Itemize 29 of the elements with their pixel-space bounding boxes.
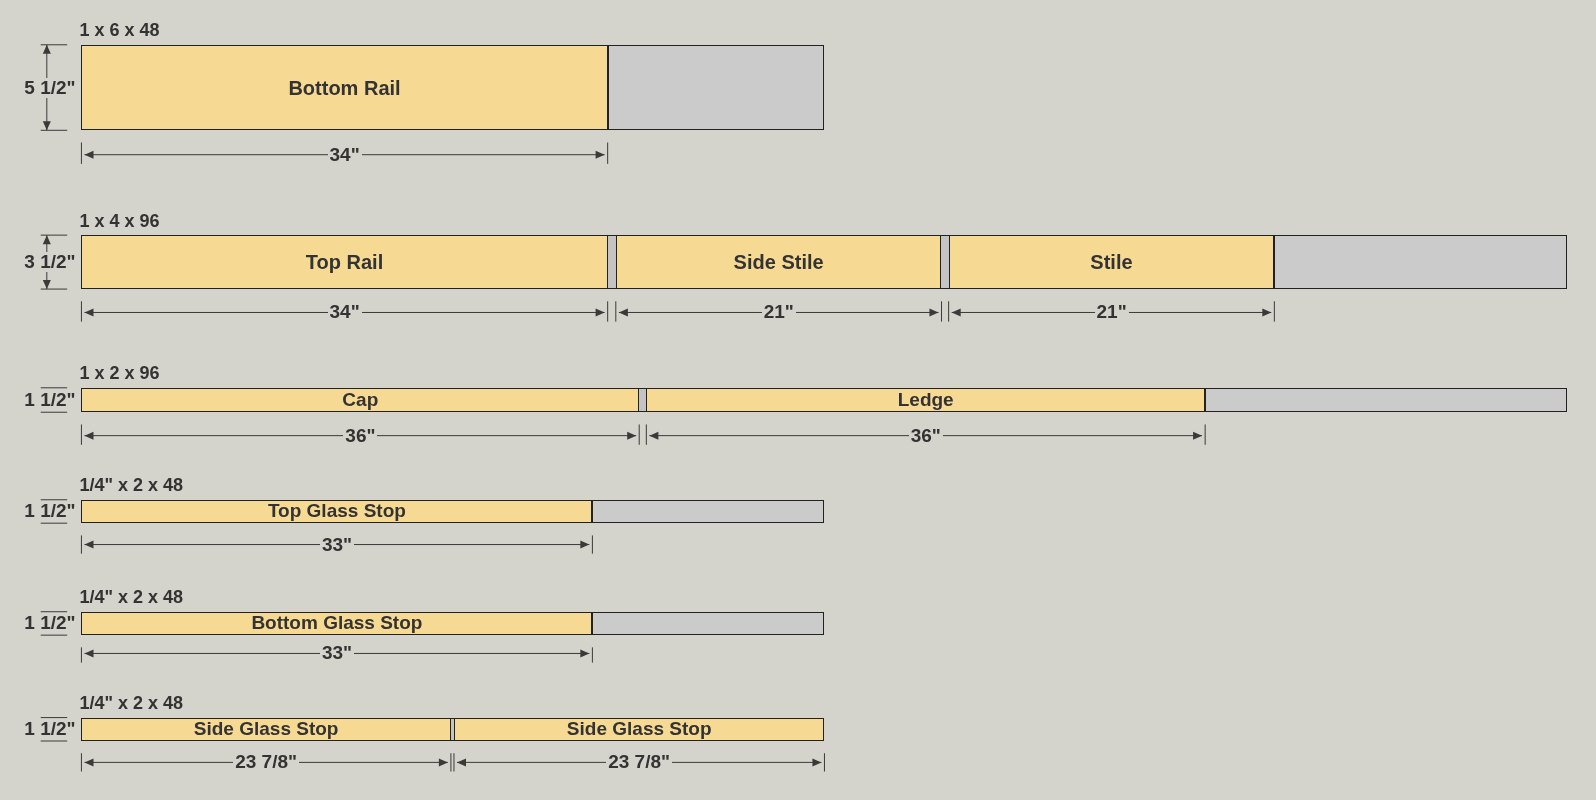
lumber-board	[81, 717, 825, 741]
lumber-board	[81, 499, 825, 524]
cut-piece: Bottom Rail	[81, 44, 608, 131]
dimension-label: 5 1/2"	[22, 77, 78, 98]
cut-piece: Side Stile	[615, 235, 942, 290]
cut-piece: Ledge	[646, 387, 1206, 413]
waste-offcut	[1274, 235, 1568, 290]
cut-piece: Cap	[81, 387, 640, 413]
waste-offcut	[1205, 387, 1568, 413]
lumber-board	[81, 387, 1568, 413]
lumber-board	[81, 44, 825, 131]
lumber-board	[81, 611, 825, 636]
cut-piece: Side Glass Stop	[453, 717, 825, 741]
board-size-label: 1/4" x 2 x 48	[79, 587, 183, 609]
waste-offcut	[607, 44, 825, 131]
cut-piece: Top Glass Stop	[81, 499, 593, 524]
board-size-label: 1 x 6 x 48	[79, 20, 160, 42]
lumber-board	[81, 235, 1568, 290]
cut-piece: Side Glass Stop	[81, 717, 451, 741]
board-size-label: 1/4" x 2 x 48	[79, 475, 183, 497]
dimension-label: 3 1/2"	[22, 252, 78, 273]
board-size-label: 1/4" x 2 x 48	[79, 693, 183, 715]
board-size-label: 1 x 4 x 96	[79, 210, 160, 232]
waste-offcut	[592, 611, 825, 636]
waste-offcut	[592, 499, 825, 524]
cut-piece: Top Rail	[81, 235, 608, 290]
cut-piece: Stile	[948, 235, 1275, 290]
cut-piece: Bottom Glass Stop	[81, 611, 593, 636]
board-size-label: 1 x 2 x 96	[79, 363, 160, 385]
